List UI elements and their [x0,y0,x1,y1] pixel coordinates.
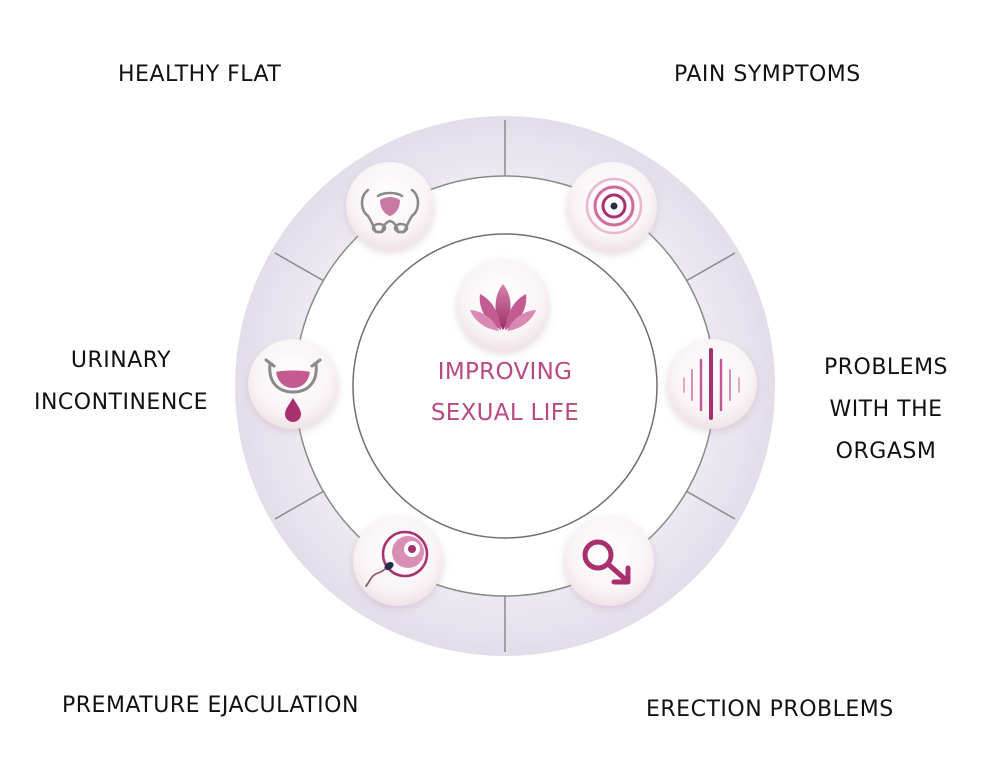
target-icon [585,177,643,235]
label-line: URINARY [70,348,172,373]
badge-erection [564,516,654,606]
label-line: PREMATURE EJACULATION [62,693,359,718]
label-healthy-flat: HEALTHY FLAT [118,54,281,96]
label-line: INCONTINENCE [33,390,209,415]
badge-pain-symptoms [567,162,657,252]
pelvis-icon [360,188,420,234]
label-premature-ejaculation: PREMATURE EJACULATION [62,685,359,727]
badge-orgasm [667,339,757,429]
label-line: PAIN SYMPTOMS [674,62,861,87]
label-urinary-incontinence: URINARY INCONTINENCE [18,340,224,424]
label-line: PROBLEMS [823,355,949,380]
center-label-line-1: IMPROVING [437,359,573,385]
separator-lower-left [274,490,325,520]
wave-bars-icon [683,348,740,420]
center-label: IMPROVING SEXUAL LIFE [380,352,630,434]
label-line: HEALTHY FLAT [118,62,282,87]
bladder-drop-icon [264,358,322,422]
center-badge [457,259,549,351]
label-line: WITH THE [829,397,943,422]
separator-lower-right [685,490,736,520]
label-line: ORGASM [835,439,937,464]
separator-upper-left [274,252,325,282]
lotus-icon [470,284,536,331]
label-pain-symptoms: PAIN SYMPTOMS [674,54,861,96]
separator-upper-right [685,252,736,282]
label-erection-problems: ERECTION PROBLEMS [646,689,894,731]
badge-healthy-flat [346,162,434,250]
label-line: ERECTION PROBLEMS [646,697,894,722]
separators [274,120,736,652]
sperm-egg-icon [365,530,429,587]
badge-urinary-incontinence [248,339,338,429]
badge-premature-ejaculation [353,516,443,606]
center-label-line-2: SEXUAL LIFE [430,400,580,426]
label-orgasm: PROBLEMS WITH THE ORGASM [814,347,958,473]
male-symbol-icon [582,539,631,585]
inner-circle [352,233,658,539]
